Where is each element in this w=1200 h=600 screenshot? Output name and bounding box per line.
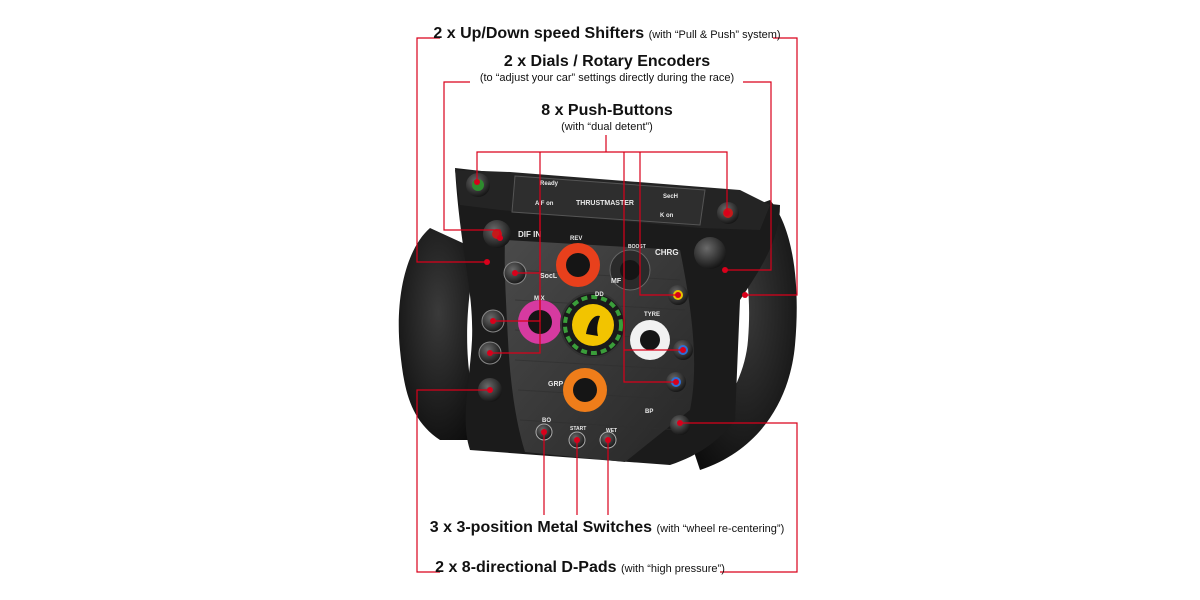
callout-lines bbox=[416, 37, 798, 573]
mf-text: MF bbox=[611, 278, 622, 285]
shifters-line-right bbox=[745, 37, 798, 296]
left-grip bbox=[398, 228, 478, 440]
callout-dpads: 2 x 8-directional D-Pads (with “high pre… bbox=[435, 559, 725, 577]
sech-text: SecH bbox=[663, 194, 678, 200]
dials-line-right bbox=[725, 81, 772, 271]
af-on-text: A F on bbox=[535, 201, 554, 207]
right-grip bbox=[690, 200, 797, 470]
dd-text: DD bbox=[595, 292, 604, 298]
boost-text: BOOST bbox=[628, 244, 646, 250]
dials-line-left bbox=[443, 81, 501, 238]
tyre-text: TYRE bbox=[644, 312, 660, 318]
switches-note: (with “wheel re-centering”) bbox=[656, 523, 785, 535]
ready-text: Ready bbox=[540, 181, 559, 187]
start-text: START bbox=[570, 426, 586, 432]
brand-text: THRUSTMASTER bbox=[576, 200, 634, 207]
rev-text: REV bbox=[570, 236, 582, 242]
dpads-title: 2 x 8-directional D-Pads bbox=[435, 559, 617, 576]
shifters-note: (with “Pull & Push” system) bbox=[648, 29, 781, 41]
dials-title: 2 x Dials / Rotary Encoders bbox=[503, 53, 711, 70]
dif-in-text: DIF IN bbox=[518, 230, 541, 239]
push-buttons-title: 8 x Push-Buttons bbox=[541, 102, 673, 119]
callout-switches: 3 x 3-position Metal Switches (with “whe… bbox=[430, 519, 785, 537]
dpads-line-left bbox=[416, 389, 490, 573]
socl-text: SocL bbox=[540, 273, 558, 280]
grp-text: GRP bbox=[548, 381, 564, 388]
shifters-title: 2 x Up/Down speed Shifters bbox=[433, 25, 645, 42]
callout-push-buttons: 8 x Push-Buttons bbox=[541, 102, 673, 120]
k-on-text: K on bbox=[660, 213, 674, 219]
callout-dots bbox=[474, 179, 748, 443]
dials-note: (to “adjust your car” settings directly … bbox=[479, 72, 735, 84]
push-buttons-line bbox=[476, 151, 728, 213]
dpads-note: (with “high pressure”) bbox=[620, 563, 725, 575]
dpads-line-right bbox=[680, 422, 798, 573]
chrg-text: CHRG bbox=[655, 248, 679, 257]
bp-text: BP bbox=[645, 409, 653, 415]
callout-dials: 2 x Dials / Rotary Encoders bbox=[504, 53, 710, 71]
brand-plate bbox=[511, 175, 706, 226]
push-buttons-note: (with “dual detent”) bbox=[561, 121, 653, 133]
callout-shifters: 2 x Up/Down speed Shifters (with “Pull &… bbox=[433, 25, 780, 43]
mix-text: MIX bbox=[534, 296, 545, 302]
switches-title: 3 x 3-position Metal Switches bbox=[429, 519, 653, 536]
shifters-line-left bbox=[416, 37, 487, 263]
wet-text: WET bbox=[606, 428, 617, 434]
bo-text: BO bbox=[542, 418, 551, 424]
